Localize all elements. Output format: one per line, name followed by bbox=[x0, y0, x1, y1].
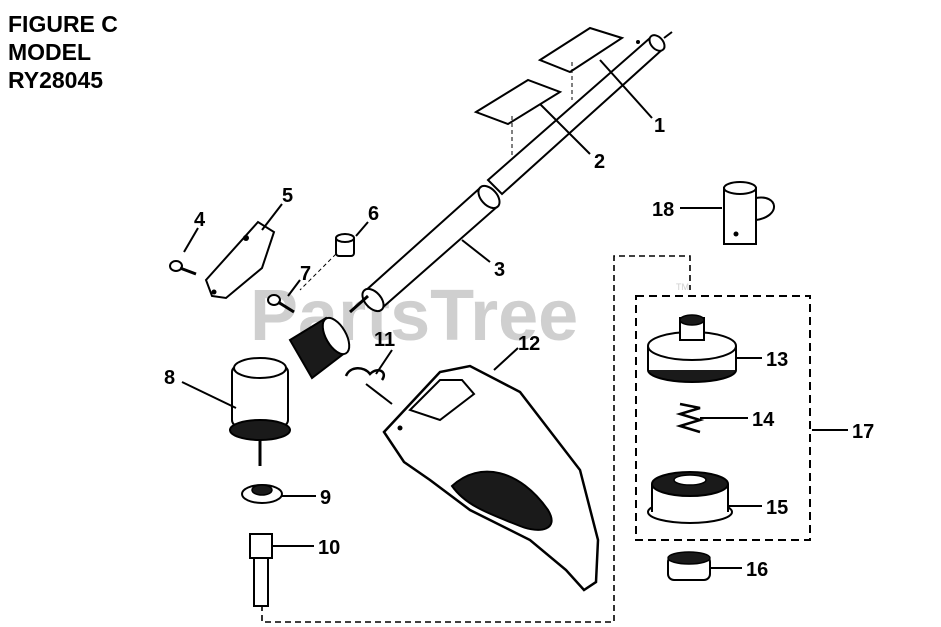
callout-6: 6 bbox=[368, 203, 379, 225]
callout-15: 15 bbox=[766, 497, 788, 519]
callout-13: 13 bbox=[766, 349, 788, 371]
callout-10: 10 bbox=[318, 537, 340, 559]
callout-1: 1 bbox=[654, 115, 665, 137]
callout-12: 12 bbox=[518, 333, 540, 355]
bolt-10 bbox=[249, 533, 273, 607]
figure-label: FIGURE C bbox=[8, 11, 118, 37]
callout-17: 17 bbox=[852, 421, 874, 443]
callout-numbers: 1 2 3 4 5 6 7 8 9 10 11 12 13 14 15 16 1… bbox=[164, 115, 874, 581]
leader-lines bbox=[181, 59, 848, 569]
assembly-dashed-line bbox=[261, 255, 691, 623]
callout-18: 18 bbox=[652, 199, 674, 221]
wrench-18 bbox=[723, 181, 775, 245]
callout-11: 11 bbox=[374, 329, 395, 351]
lower-shaft bbox=[349, 184, 501, 314]
gearbox-head-8 bbox=[229, 316, 351, 466]
guard-12 bbox=[382, 364, 600, 592]
spring-14 bbox=[675, 402, 705, 434]
label-decal-1 bbox=[473, 26, 625, 160]
callout-3: 3 bbox=[494, 259, 505, 281]
screw-4 bbox=[169, 260, 197, 276]
callout-5: 5 bbox=[282, 185, 293, 207]
spool-housing-13 bbox=[647, 314, 737, 383]
watermark-trademark: TM bbox=[676, 282, 689, 292]
washer-9 bbox=[241, 484, 283, 504]
callout-8: 8 bbox=[164, 367, 175, 389]
spacer-6 bbox=[335, 233, 355, 257]
callout-7: 7 bbox=[300, 263, 311, 285]
screw-7 bbox=[267, 294, 295, 314]
spool-15 bbox=[647, 471, 733, 524]
callout-14: 14 bbox=[752, 409, 775, 431]
bracket-5 bbox=[204, 220, 276, 300]
callout-16: 16 bbox=[746, 559, 768, 581]
upper-shaft bbox=[486, 31, 673, 196]
callout-2: 2 bbox=[594, 151, 605, 173]
callout-9: 9 bbox=[320, 487, 331, 509]
model-label: MODEL bbox=[8, 39, 92, 65]
callout-4: 4 bbox=[194, 209, 206, 231]
model-number: RY28045 bbox=[8, 67, 104, 93]
bump-knob-16 bbox=[667, 551, 711, 581]
clip-11 bbox=[344, 367, 393, 405]
